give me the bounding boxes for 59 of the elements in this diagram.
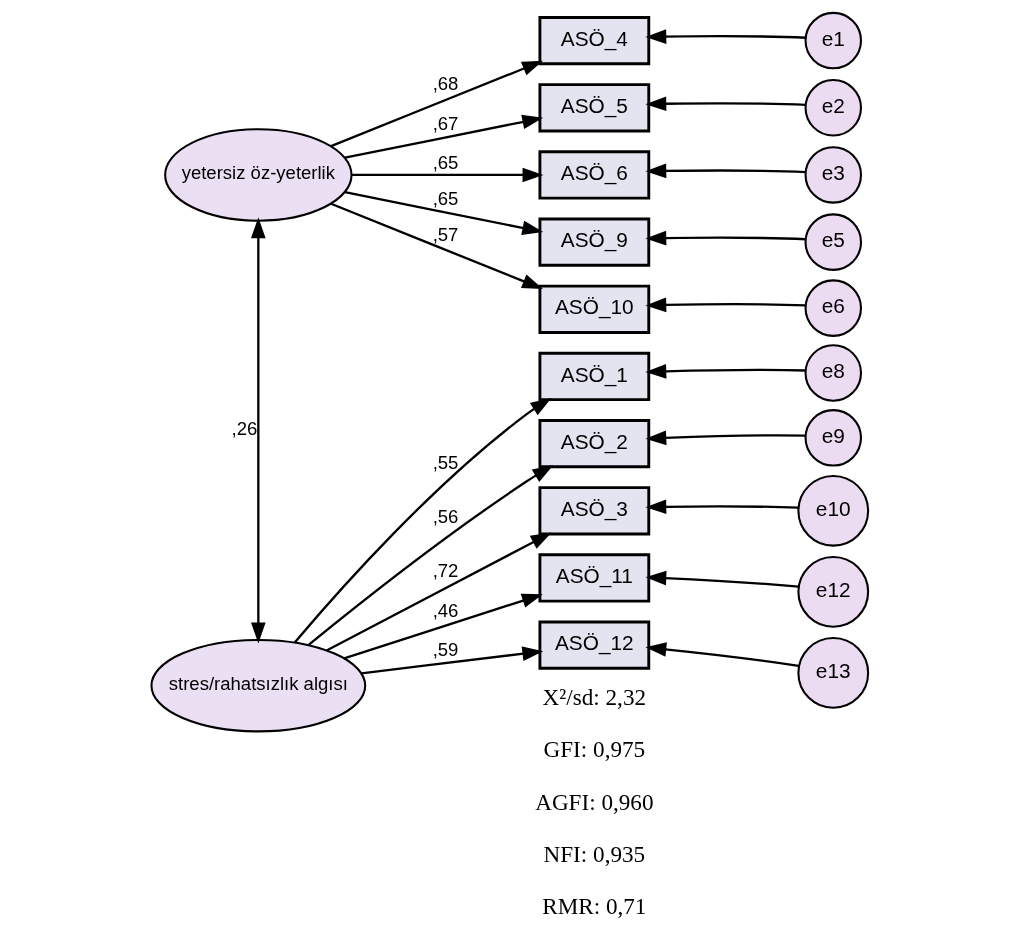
node-box: ASÖ_11 [537, 553, 650, 603]
edge-label: ,59 [432, 639, 458, 661]
node-circle: e6 [804, 279, 862, 337]
arrow [351, 167, 543, 183]
arrow [344, 191, 543, 236]
node-ellipse: yetersiz öz-yeterlik [163, 128, 353, 222]
node-circle: e5 [804, 213, 862, 271]
label: X²/sd: 2,32 [542, 684, 646, 711]
node-ellipse: stres/rahatsızlık algısı [149, 638, 366, 733]
arrow [644, 364, 806, 379]
node-circle: e13 [796, 637, 869, 709]
arrow [644, 499, 798, 515]
edge-label: ,68 [432, 73, 458, 95]
node-box: ASÖ_10 [537, 284, 650, 334]
arrow [330, 60, 543, 148]
arrow [325, 532, 552, 652]
arrow [293, 397, 551, 644]
arrow [330, 202, 543, 290]
edge-label: ,55 [432, 451, 458, 473]
node-circle: e3 [804, 146, 862, 204]
arrow [250, 217, 266, 644]
label: RMR: 0,71 [541, 892, 646, 919]
node-circle: e9 [804, 409, 862, 467]
node-box: ASÖ_9 [537, 217, 650, 267]
edge-label: ,57 [432, 223, 458, 245]
edge-label: ,67 [432, 112, 458, 134]
node-circle: e12 [796, 555, 869, 628]
edge-label: ,65 [432, 151, 458, 173]
node-circle: e8 [804, 344, 862, 402]
arrow [644, 96, 806, 112]
label: GFI: 0,975 [543, 736, 645, 763]
node-box: ASÖ_6 [537, 150, 650, 200]
node-box: ASÖ_2 [537, 419, 650, 469]
arrow [360, 646, 543, 675]
arrow [644, 430, 806, 446]
node-circle: e2 [804, 79, 862, 137]
node-box: ASÖ_12 [537, 620, 650, 670]
node-box: ASÖ_3 [537, 486, 650, 536]
arrow [644, 570, 798, 588]
edge-label: ,65 [432, 187, 458, 209]
node-box: ASÖ_4 [537, 16, 650, 66]
label: NFI: 0,935 [543, 840, 645, 867]
arrow [343, 593, 543, 660]
node-box: ASÖ_1 [537, 351, 650, 402]
arrow [344, 114, 543, 159]
edge-label: ,56 [432, 506, 458, 528]
arrow [644, 297, 806, 313]
node-circle: e10 [796, 474, 869, 547]
arrow [307, 465, 553, 646]
edge-label: ,72 [432, 559, 458, 581]
edge-label: ,46 [432, 600, 458, 622]
node-box: ASÖ_5 [537, 83, 650, 133]
arrow [644, 163, 806, 179]
label: AGFI: 0,960 [534, 788, 654, 815]
node-circle: e1 [804, 11, 862, 70]
edge-label: ,26 [231, 417, 257, 439]
arrow [644, 230, 806, 246]
arrow [644, 642, 799, 667]
arrow [644, 29, 806, 44]
